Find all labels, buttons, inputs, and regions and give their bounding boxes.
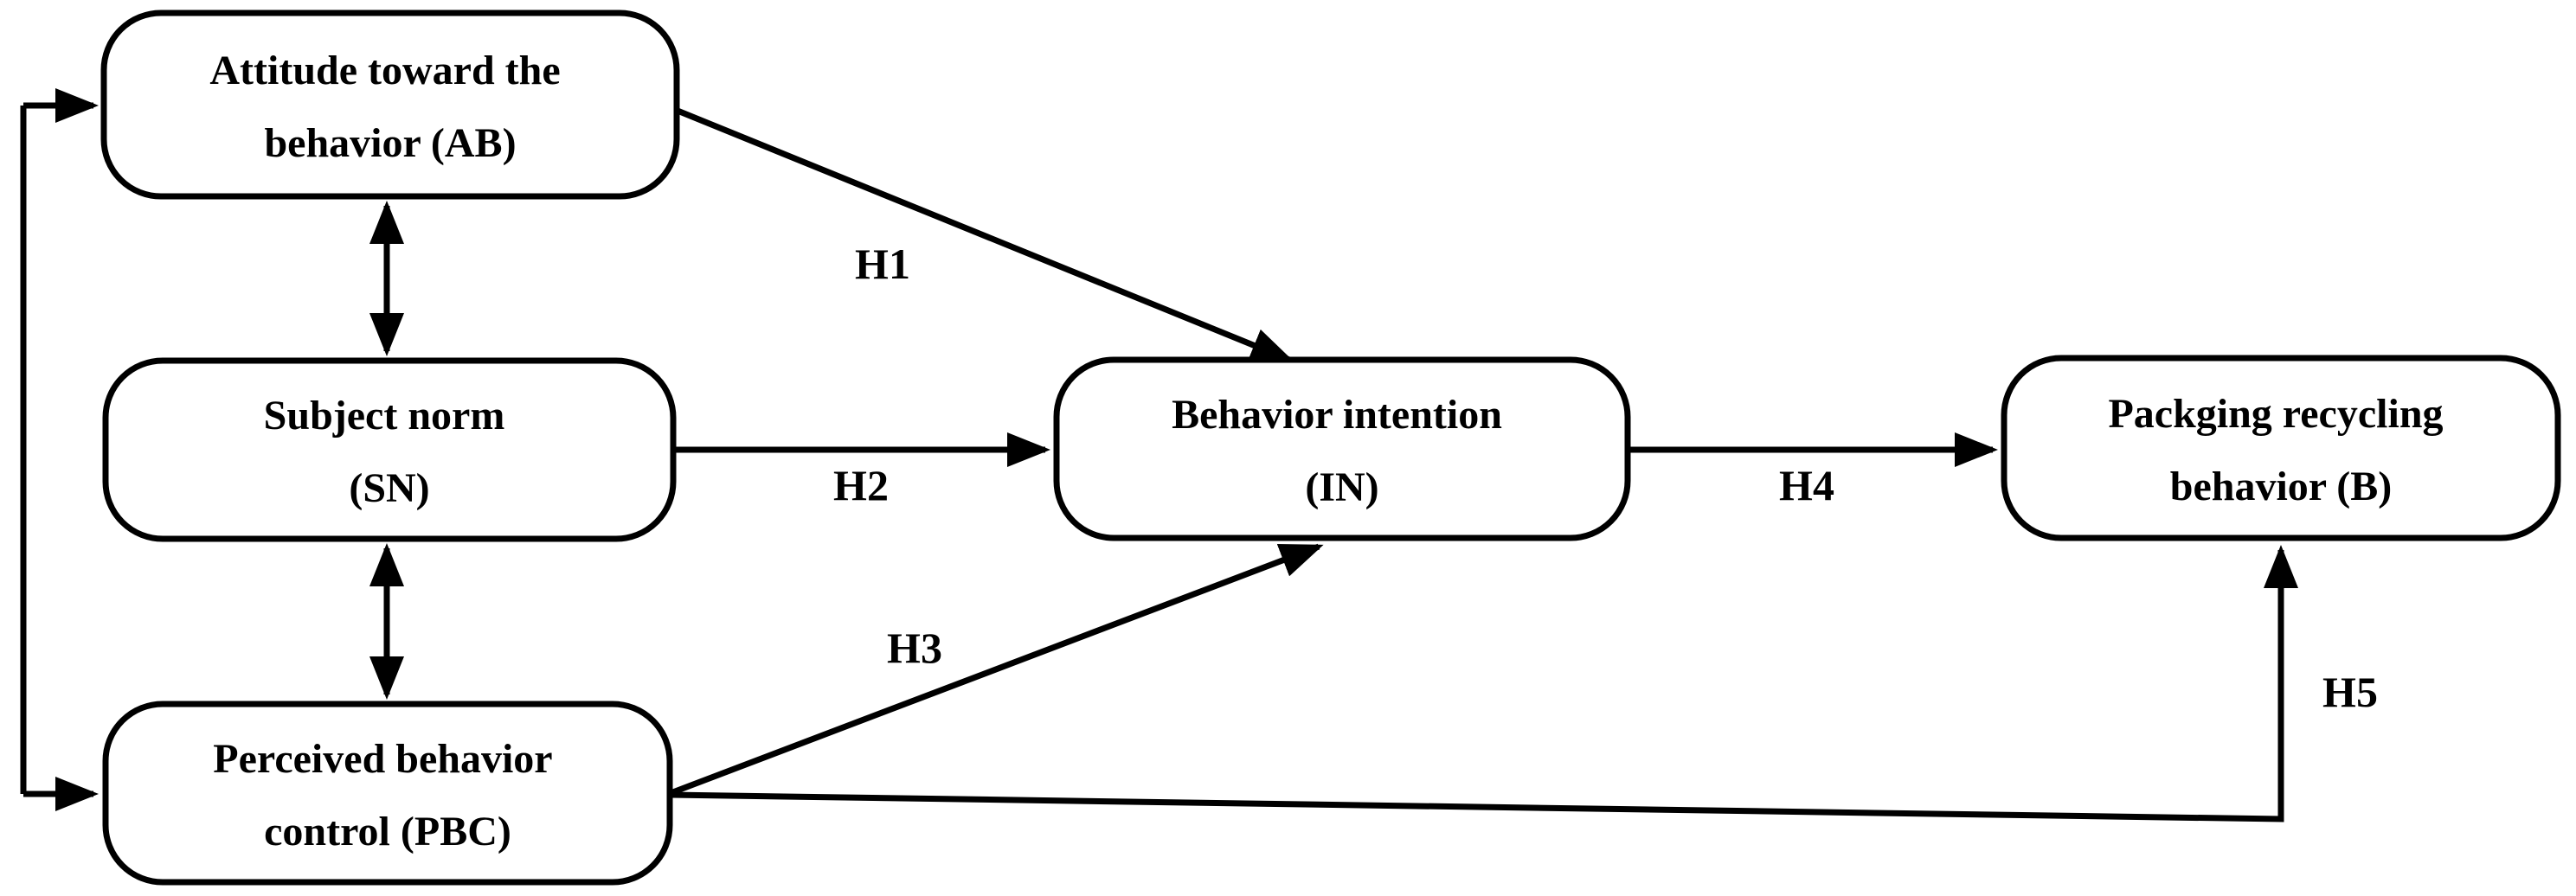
node-box-pbc <box>102 701 673 886</box>
node-label-in: Behavior intention (IN) <box>1172 392 1513 510</box>
node-box-in <box>1053 356 1631 541</box>
edge-label-h2: H2 <box>833 461 889 509</box>
edge-label-h3: H3 <box>887 624 942 672</box>
node-label-in-line1: Behavior intention <box>1172 392 1502 438</box>
edge-h1 <box>676 107 1294 363</box>
node-packaging-recycling-behavior: Packging recycling behavior (B) <box>2001 355 2561 541</box>
node-behavior-intention: Behavior intention (IN) <box>1053 356 1631 541</box>
node-box-ab <box>100 10 680 200</box>
node-label-pbc-line1: Perceived behavior <box>213 736 552 782</box>
node-label-sn: Subject norm (SN) <box>264 393 516 511</box>
node-label-sn-line2: (SN) <box>349 465 429 511</box>
node-label-ab: Attitude toward the behavior (AB) <box>209 48 570 166</box>
edge-label-h5: H5 <box>2322 668 2378 716</box>
edge-h5 <box>670 545 2298 822</box>
node-label-pbc-line2: control (PBC) <box>264 809 511 854</box>
node-label-sn-line1: Subject norm <box>264 393 505 438</box>
node-label-b-line1: Packging recycling <box>2108 391 2443 437</box>
node-subject-norm: Subject norm (SN) <box>102 357 677 542</box>
node-label-b: Packging recycling behavior (B) <box>2108 391 2453 509</box>
covariance-bracket-ab-pbc <box>20 88 99 811</box>
node-perceived-behavior-control: Perceived behavior control (PBC) <box>102 701 673 886</box>
node-box-sn <box>102 357 677 542</box>
edge-label-h4: H4 <box>1779 461 1834 509</box>
node-label-pbc: Perceived behavior control (PBC) <box>213 736 562 854</box>
node-attitude-toward-behavior: Attitude toward the behavior (AB) <box>100 10 680 200</box>
node-label-b-line2: behavior (B) <box>2170 464 2392 509</box>
node-label-ab-line1: Attitude toward the <box>209 48 560 93</box>
edge-h3 <box>669 543 1324 797</box>
edge-label-h1: H1 <box>855 240 910 288</box>
node-label-ab-line2: behavior (AB) <box>264 120 516 166</box>
node-box-b <box>2001 355 2561 541</box>
node-label-in-line2: (IN) <box>1305 464 1378 510</box>
